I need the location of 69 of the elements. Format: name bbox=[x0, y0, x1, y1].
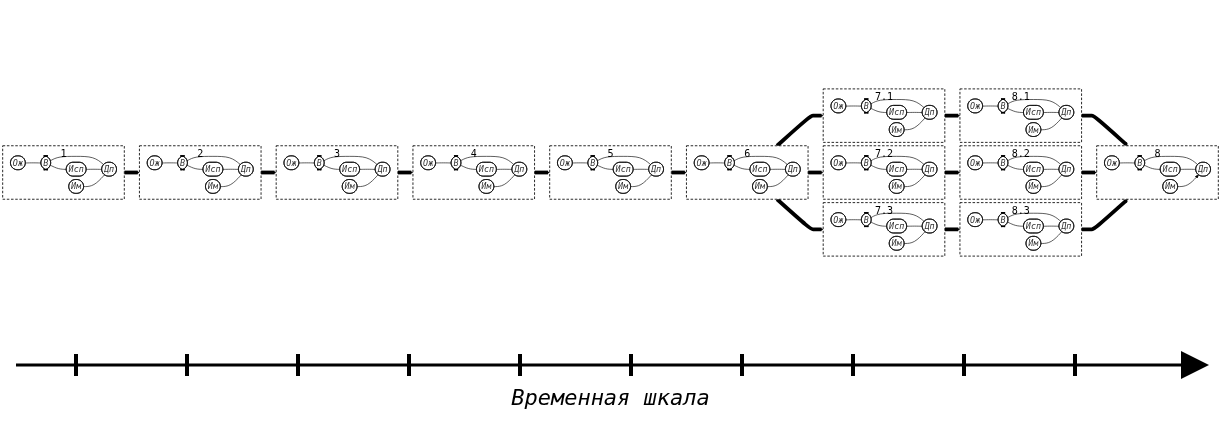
connector bbox=[50, 156, 105, 165]
connector bbox=[1007, 108, 1024, 113]
connector bbox=[1043, 225, 1060, 227]
connector bbox=[186, 156, 241, 165]
connector bbox=[460, 164, 477, 170]
connector bbox=[1007, 156, 1062, 165]
connector bbox=[906, 168, 923, 170]
connector bbox=[1040, 117, 1063, 131]
connector bbox=[83, 174, 105, 187]
connector bbox=[1040, 231, 1063, 244]
connector bbox=[769, 168, 786, 170]
connector bbox=[1007, 212, 1062, 222]
connector bbox=[357, 174, 379, 187]
connector bbox=[1007, 164, 1024, 170]
connector bbox=[1144, 156, 1199, 165]
connector bbox=[460, 156, 515, 165]
connector bbox=[906, 112, 923, 113]
connector bbox=[220, 174, 242, 187]
connector bbox=[870, 99, 925, 109]
connector bbox=[161, 162, 179, 164]
connector bbox=[870, 164, 888, 170]
connector bbox=[1144, 164, 1161, 170]
connector bbox=[572, 162, 589, 164]
connector bbox=[906, 225, 923, 227]
connector bbox=[733, 164, 751, 170]
axis-caption: Временная шкала bbox=[511, 385, 710, 410]
connector bbox=[982, 162, 999, 164]
connector bbox=[496, 168, 513, 170]
connector bbox=[1040, 174, 1063, 187]
connector bbox=[1180, 168, 1197, 170]
connector bbox=[904, 174, 926, 187]
connector bbox=[298, 162, 315, 164]
connector bbox=[1007, 221, 1024, 227]
connector bbox=[870, 221, 888, 227]
connector bbox=[904, 231, 926, 244]
connector bbox=[435, 162, 452, 164]
connector bbox=[25, 162, 42, 164]
connector bbox=[597, 164, 614, 170]
connector bbox=[845, 105, 862, 107]
connector bbox=[633, 168, 650, 170]
connector bbox=[323, 156, 378, 165]
connector bbox=[733, 156, 788, 165]
connector bbox=[708, 162, 726, 164]
connector bbox=[904, 117, 926, 131]
connector bbox=[186, 164, 204, 170]
connector bbox=[1043, 168, 1060, 170]
connector bbox=[870, 156, 925, 165]
connector bbox=[982, 105, 999, 107]
connector bbox=[1043, 112, 1060, 113]
connector bbox=[767, 174, 789, 187]
arrow bbox=[1080, 113, 1128, 147]
arrow bbox=[943, 113, 961, 118]
connector bbox=[359, 168, 376, 170]
connector bbox=[1119, 162, 1136, 164]
connector bbox=[50, 164, 67, 170]
arrow bbox=[943, 227, 961, 232]
connector bbox=[845, 219, 862, 221]
connector bbox=[323, 164, 341, 170]
connector bbox=[982, 219, 999, 221]
connector bbox=[630, 174, 652, 187]
connector bbox=[493, 174, 516, 187]
connector bbox=[870, 212, 925, 222]
connector bbox=[870, 108, 888, 113]
arrow bbox=[1080, 198, 1128, 232]
connector bbox=[86, 168, 103, 170]
connector bbox=[845, 162, 862, 164]
connector bbox=[597, 156, 652, 165]
connector bbox=[1007, 99, 1062, 109]
connector bbox=[222, 168, 239, 170]
